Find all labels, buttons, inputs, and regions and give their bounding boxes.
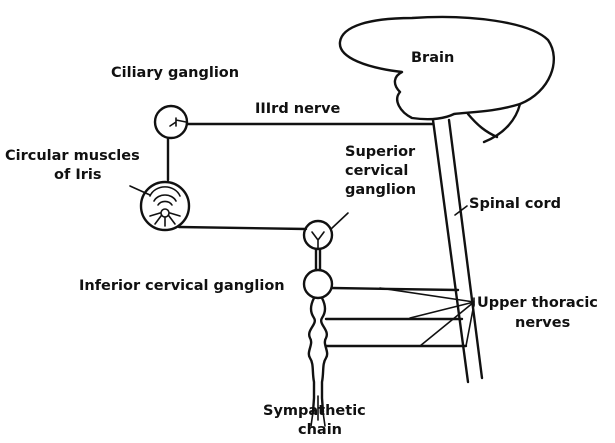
- sympathetic-chain-left: [309, 298, 315, 412]
- iris-to-superior-line: [179, 227, 306, 229]
- superior-pointer: [331, 213, 348, 229]
- circular-muscles-label-line2: of Iris: [54, 167, 101, 183]
- sympathetic-label-line1: Sympathetic: [263, 403, 366, 419]
- brain-outline: [340, 17, 554, 119]
- ciliary-synapse: [170, 118, 186, 126]
- superior-label-line2: cervical: [345, 163, 408, 179]
- upper-thoracic-label-line2: nerves: [515, 315, 570, 331]
- brainstem: [468, 114, 497, 137]
- superior-label-line3: ganglion: [345, 182, 416, 198]
- iris-muscle-arc-3: [158, 201, 172, 205]
- brain-label: Brain: [411, 50, 454, 66]
- pupil: [161, 209, 169, 217]
- superior-synapse: [312, 232, 324, 249]
- spinal-cord-line-left: [433, 120, 468, 382]
- third-nerve-label: IIIrd nerve: [255, 101, 341, 117]
- circular-muscles-label-line1: Circular muscles: [5, 148, 140, 164]
- spinal-cord-label: Spinal cord: [469, 196, 561, 212]
- upper-thoracic-label-line1: Upper thoracic: [477, 295, 598, 311]
- sympathetic-label-line2: chain: [298, 422, 342, 438]
- iris-muscle-arc-2: [154, 195, 176, 201]
- sympathetic-chain-right: [321, 298, 327, 412]
- spinal-cord-line-right: [449, 120, 482, 378]
- superior-label-line1: Superior: [345, 144, 416, 160]
- inferior-cervical-ganglion-label: Inferior cervical ganglion: [79, 278, 285, 294]
- iris-radial-lines: [150, 213, 180, 226]
- ciliary-ganglion-label: Ciliary ganglion: [111, 65, 239, 81]
- inferior-cervical-ganglion: [304, 270, 332, 298]
